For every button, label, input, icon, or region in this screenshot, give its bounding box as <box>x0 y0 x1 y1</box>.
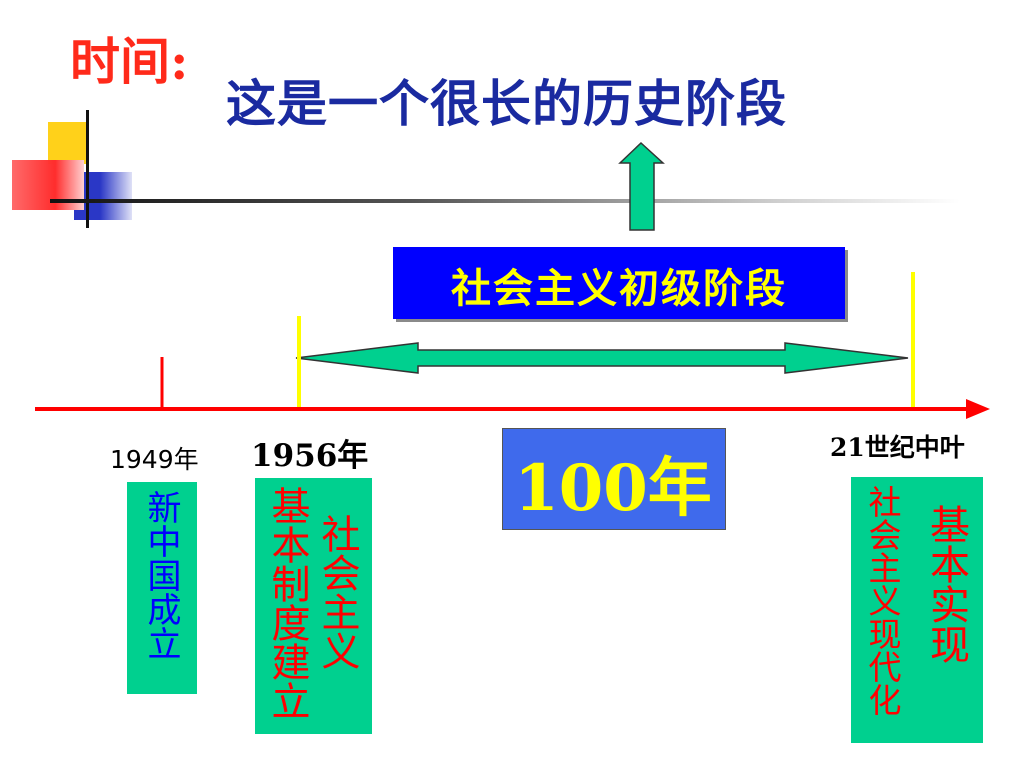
stage-label: 社会主义初级阶段 <box>451 266 787 312</box>
event-1949: 新中国成立 <box>141 490 181 660</box>
event-1956-col1: 基本制度建立 <box>265 486 310 720</box>
duration-label: 100年 <box>514 451 712 526</box>
year-label-1956: 1956年 <box>251 438 369 474</box>
time-label: 时间: <box>70 32 189 91</box>
year-label-1949: 1949年 <box>110 445 199 474</box>
event-21c-col1: 社会主义现代化 <box>863 485 902 716</box>
page-title: 这是一个很长的历史阶段 <box>226 75 787 133</box>
event-1956-col2: 社会主义 <box>315 514 360 670</box>
event-box-1956 <box>255 478 372 734</box>
event-box-21c <box>851 477 983 743</box>
timeline-arrowhead <box>966 399 990 419</box>
event-21c-col2: 基本实现 <box>923 504 969 664</box>
stage-box <box>393 247 845 319</box>
duration-arrow <box>295 342 909 374</box>
event-box-1949 <box>127 482 197 694</box>
year-label-21c: 21世纪中叶 <box>830 433 965 462</box>
duration-box <box>502 428 726 530</box>
